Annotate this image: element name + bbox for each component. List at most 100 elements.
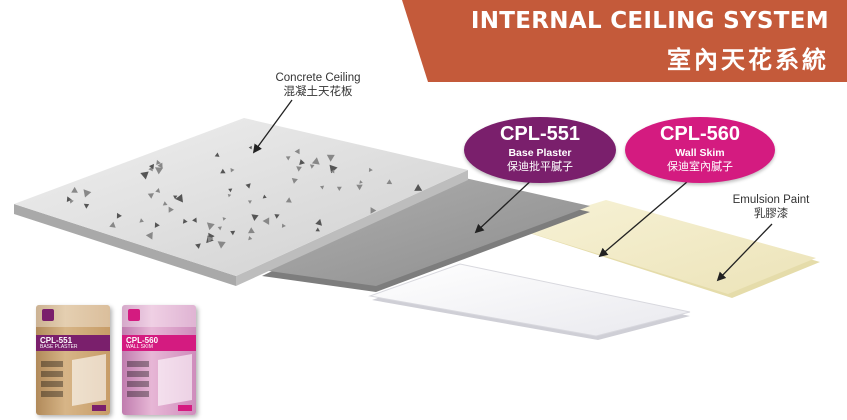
speckle [109, 221, 116, 228]
speckle [309, 164, 315, 169]
arrow-wall-skim [598, 175, 695, 258]
speckle [182, 218, 188, 224]
bag-560-code: CPL-560 [126, 336, 159, 345]
concrete-ceiling-slab [14, 118, 468, 286]
speckle [326, 154, 335, 162]
speckle [245, 183, 251, 189]
concrete-ceiling-label-zh: 混凝土天花板 [283, 86, 353, 98]
speckle [320, 185, 325, 190]
speckle [168, 206, 174, 213]
speckle [139, 218, 144, 223]
speckle [220, 168, 226, 174]
wall-layers-icon [72, 354, 106, 406]
speckle [356, 184, 363, 191]
banner-title-en: INTERNAL CEILING SYSTEM [470, 8, 829, 34]
speckle [251, 214, 259, 221]
speckle [230, 168, 235, 173]
brand-logo-icon [42, 309, 54, 321]
speckle [368, 167, 373, 172]
speckle [206, 222, 215, 231]
speckle [173, 195, 178, 200]
speckle [296, 166, 302, 172]
cpl-560-badge: CPL-560 Wall Skim 保迪室內膩子 [625, 117, 775, 183]
arrow-emulsion [716, 223, 773, 282]
speckle [156, 159, 161, 165]
arrow-base-plaster [474, 175, 537, 234]
speckle [154, 222, 160, 228]
concrete-ceiling-label-en: Concrete Ceiling [275, 72, 361, 84]
speckle [274, 214, 280, 219]
usage-icons [41, 361, 63, 401]
speckle [281, 223, 286, 228]
title-banner: INTERNAL CEILING SYSTEM 室內天花系統 [402, 0, 847, 82]
wall-layers-icon [158, 354, 192, 406]
speckle [414, 184, 423, 191]
speckle [195, 243, 201, 249]
cpl-551-name-zh: 保迪批平膩子 [507, 160, 573, 173]
cpl-551-product-bag: CPL-551 BASE PLASTER [36, 305, 110, 415]
speckle [227, 194, 232, 198]
arrow-concrete [252, 99, 293, 154]
speckle [262, 194, 267, 199]
cpl-560-product-bag: CPL-560 WALL SKIM [122, 305, 196, 415]
cpl-551-name-en: Base Plaster [508, 147, 572, 159]
speckle [192, 217, 197, 223]
speckle [222, 217, 227, 221]
speckle [285, 197, 292, 203]
speckle [315, 227, 320, 232]
speckle [116, 212, 122, 219]
speckle [285, 156, 291, 161]
speckle [217, 241, 226, 249]
speckle [248, 145, 252, 150]
speckle [247, 200, 252, 204]
bag-551-code: CPL-551 [40, 336, 73, 345]
speckle [336, 186, 342, 191]
speckle [299, 159, 305, 165]
speckle [155, 188, 161, 193]
speckle [217, 226, 222, 231]
brand-logo-icon [128, 309, 140, 321]
speckle [83, 189, 92, 198]
speckle [66, 196, 72, 202]
cpl-551-badge: CPL-551 Base Plaster 保迪批平膩子 [464, 117, 616, 183]
speckle [162, 201, 168, 206]
bag-551-sub: BASE PLASTER [40, 344, 78, 350]
speckle [315, 218, 322, 226]
emulsion-paint-layer [514, 200, 820, 298]
emulsion-paint-label-en: Emulsion Paint [732, 194, 810, 206]
speckle [230, 230, 236, 236]
wall-skim-layer [368, 263, 691, 340]
emulsion-paint-label: Emulsion Paint 乳膠漆 [716, 193, 826, 221]
speckle [291, 178, 298, 184]
speckle [140, 171, 149, 180]
speckle [262, 217, 270, 225]
cpl-551-code: CPL-551 [499, 123, 581, 145]
emulsion-paint-label-zh: 乳膠漆 [753, 208, 789, 220]
speckle [228, 188, 233, 193]
speckle [386, 179, 393, 185]
speckle [248, 236, 253, 241]
speckle [214, 152, 220, 157]
concrete-speckles [66, 145, 423, 249]
cpl-560-name-zh: 保迪室內膩子 [667, 160, 733, 173]
usage-icons [127, 361, 149, 401]
speckle [147, 193, 154, 199]
bag-560-sub: WALL SKIM [126, 344, 153, 350]
speckle [370, 207, 377, 214]
speckle [329, 164, 338, 174]
speckle [157, 162, 163, 169]
concrete-ceiling-label: Concrete Ceiling 混凝土天花板 [248, 71, 388, 99]
speckle [359, 180, 363, 184]
banner-title-zh: 室內天花系統 [667, 46, 829, 74]
speckle [155, 167, 164, 175]
speckle [248, 227, 255, 234]
speckle [69, 199, 74, 204]
speckle [330, 169, 335, 174]
speckle [311, 157, 320, 165]
cpl-560-name-en: Wall Skim [675, 147, 725, 159]
speckle [175, 194, 183, 203]
speckle [145, 231, 153, 240]
speckle [71, 186, 78, 193]
speckle [149, 163, 154, 170]
base-plaster-layer [262, 176, 590, 292]
